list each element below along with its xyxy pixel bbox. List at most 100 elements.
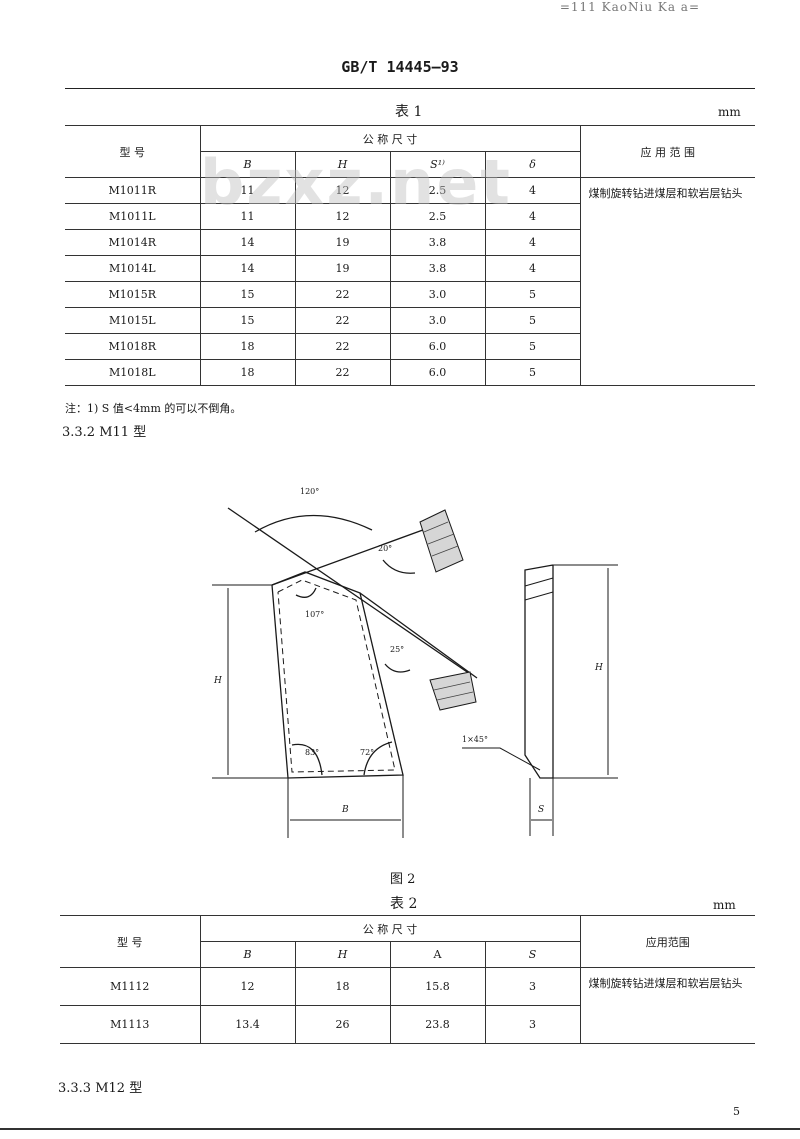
figure2-caption: 图 2 xyxy=(390,872,416,887)
table2-header-nominal: 公 称 尺 寸 xyxy=(199,915,580,942)
table2-subheader-s: S xyxy=(484,941,580,968)
cell-a: 15.8 xyxy=(389,967,485,1006)
cell-s: 3 xyxy=(484,1005,580,1044)
table1-caption: 表 1 xyxy=(395,104,423,120)
cell-model: M1014L xyxy=(65,255,200,282)
cell-d: 4 xyxy=(484,229,580,256)
cell-h: 22 xyxy=(294,359,390,386)
table1-header-nominal: 公 称 尺 寸 xyxy=(199,125,580,152)
table-row: M1015R 15 22 3.0 5 xyxy=(65,281,755,308)
cell-model: M1015L xyxy=(65,307,200,334)
table-row: M1018L 18 22 6.0 5 xyxy=(65,359,755,386)
label-h-right: H xyxy=(595,663,603,673)
left-view-dashed xyxy=(277,579,396,773)
cell-model: M1011R xyxy=(65,177,200,204)
chamfer-leader xyxy=(462,747,541,771)
section-hatch-lower xyxy=(429,671,477,711)
page-number: 5 xyxy=(733,1105,740,1118)
table-row: M1011L 11 12 2.5 4 xyxy=(65,203,755,230)
table1-subheader-h: H xyxy=(294,151,390,178)
angle-arc-120 xyxy=(254,514,373,533)
cell-b: 18 xyxy=(199,333,295,360)
cell-d: 5 xyxy=(484,333,580,360)
header-rule xyxy=(65,88,755,89)
table-row: M1014L 14 19 3.8 4 xyxy=(65,255,755,282)
watermark: bzxz.net xyxy=(200,146,512,219)
cell-a: 23.8 xyxy=(389,1005,485,1044)
cell-s: 3.0 xyxy=(389,307,485,334)
cell-model: M1014R xyxy=(65,229,200,256)
standard-number: GB/T 14445—93 xyxy=(341,58,459,76)
cell-s: 3.0 xyxy=(389,281,485,308)
label-107: 107° xyxy=(305,610,325,619)
cell-s: 6.0 xyxy=(389,333,485,360)
cell-model: M1015R xyxy=(65,281,200,308)
cell-s: 3.8 xyxy=(389,255,485,282)
table1-subheader-s: S¹⁾ xyxy=(389,151,485,178)
label-25: 25° xyxy=(390,645,405,654)
table1-header-model: 型 号 xyxy=(65,125,200,178)
angle-arc-83 xyxy=(291,743,323,776)
label-h-left: H xyxy=(214,676,222,686)
cell-d: 4 xyxy=(484,177,580,204)
table2-subheader-h: H xyxy=(294,941,390,968)
cell-h: 19 xyxy=(294,255,390,282)
reference-line xyxy=(271,522,443,586)
table-row: M1015L 15 22 3.0 5 xyxy=(65,307,755,334)
section-heading-332: 3.3.2 M11 型 xyxy=(62,425,147,440)
cell-h: 12 xyxy=(294,203,390,230)
table2-subheader-b: B xyxy=(199,941,295,968)
table1-subheader-b: B xyxy=(199,151,295,178)
cell-d: 4 xyxy=(484,203,580,230)
cell-h: 22 xyxy=(294,307,390,334)
cell-d: 5 xyxy=(484,359,580,386)
cell-b: 11 xyxy=(199,177,295,204)
label-s: S xyxy=(538,805,545,815)
cell-s: 2.5 xyxy=(389,177,485,204)
table2-caption: 表 2 xyxy=(390,896,418,912)
cell-b: 15 xyxy=(199,281,295,308)
angle-arc-72 xyxy=(363,741,393,776)
cell-h: 22 xyxy=(294,333,390,360)
cell-s: 6.0 xyxy=(389,359,485,386)
reference-line xyxy=(227,507,471,675)
cell-b: 14 xyxy=(199,229,295,256)
cell-model: M1018R xyxy=(65,333,200,360)
cell-b: 18 xyxy=(199,359,295,386)
corner-text: =111 KaoNiu Ka a= xyxy=(559,0,700,14)
cell-h: 12 xyxy=(294,177,390,204)
cell-model: M1112 xyxy=(60,967,200,1006)
table-row: M1014R 14 19 3.8 4 xyxy=(65,229,755,256)
table2-subheader-a: A xyxy=(389,941,485,968)
table2: 型 号 公 称 尺 寸 应用范围 B H A S M1112 12 18 15.… xyxy=(60,915,755,1044)
table1-header-apply: 应 用 范 围 xyxy=(579,125,755,178)
cell-model: M1113 xyxy=(60,1005,200,1044)
table1: 型 号 公 称 尺 寸 应 用 范 围 B H S¹⁾ δ M1011R 11 … xyxy=(65,125,755,386)
cell-d: 5 xyxy=(484,307,580,334)
table2-apply-text: 煤制旋转钻进煤层和软岩层钻头 xyxy=(579,967,755,1044)
section-hatch-upper xyxy=(419,509,464,573)
label-20: 20° xyxy=(378,544,393,553)
label-chamfer: 1×45° xyxy=(462,735,488,744)
label-83: 83° xyxy=(305,748,320,757)
cell-b: 13.4 xyxy=(199,1005,295,1044)
cell-b: 14 xyxy=(199,255,295,282)
left-view-outline xyxy=(271,571,404,779)
label-120: 120° xyxy=(300,487,320,496)
right-view-edge xyxy=(524,591,554,601)
cell-b: 11 xyxy=(199,203,295,230)
angle-arc-25 xyxy=(384,663,411,673)
cell-s: 3 xyxy=(484,967,580,1006)
cell-s: 3.8 xyxy=(389,229,485,256)
cell-s: 2.5 xyxy=(389,203,485,230)
angle-arc-107 xyxy=(295,587,317,598)
table-row: M1112 12 18 15.8 3 煤制旋转钻进煤层和软岩层钻头 xyxy=(60,967,755,1044)
table1-unit: mm xyxy=(718,105,741,119)
label-b: B xyxy=(342,805,349,815)
cell-b: 12 xyxy=(199,967,295,1006)
footer-rule xyxy=(0,1128,800,1130)
cell-h: 18 xyxy=(294,967,390,1006)
angle-arc-20 xyxy=(382,559,416,574)
table2-header-model: 型 号 xyxy=(60,915,200,968)
